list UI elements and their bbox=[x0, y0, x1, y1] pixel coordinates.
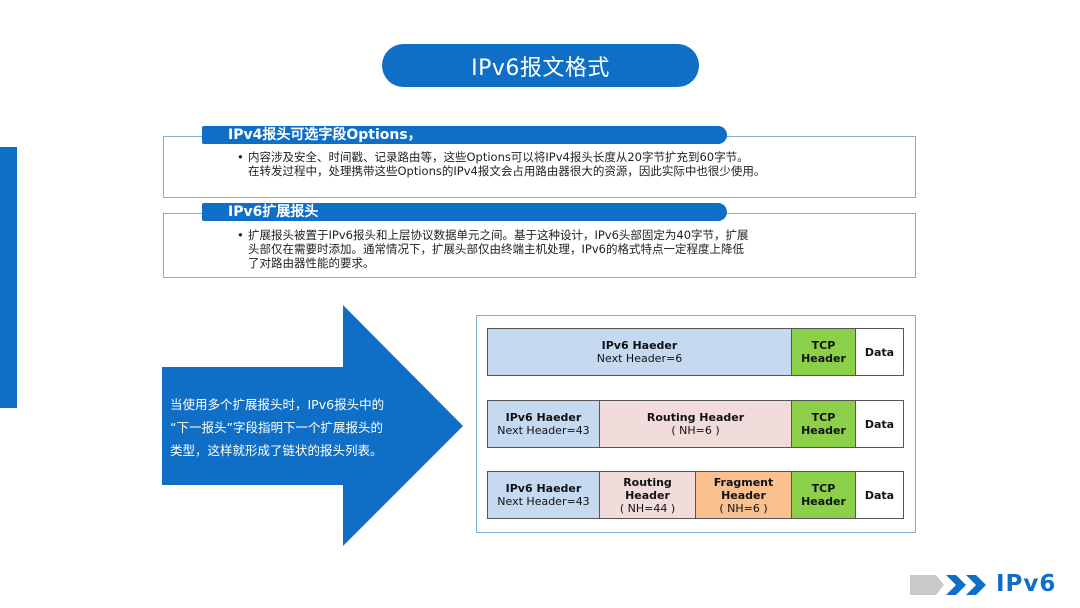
tcp-header-cell: TCP Header bbox=[792, 472, 856, 518]
left-accent-bar bbox=[0, 147, 17, 408]
bullet-dot: • bbox=[237, 228, 244, 242]
fragment-header-cell: Fragment Header ( NH=6 ) bbox=[696, 472, 792, 518]
header-row-1: IPv6 Haeder Next Header=6 TCP Header Dat… bbox=[487, 328, 904, 376]
ipv4-options-bullet: • 内容涉及安全、时间戳、记录路由等，这些Options可以将IPv4报头长度从… bbox=[237, 150, 888, 178]
ipv4-options-line-2: 在转发过程中，处理携带这些Options的IPv4报文会占用路由器很大的资源，因… bbox=[248, 164, 766, 178]
data-label: Data bbox=[864, 345, 895, 359]
ipv6-ext-line-1: 扩展报头被置于IPv6报头和上层协议数据单元之间。基于这种设计，IPv6头部固定… bbox=[248, 228, 749, 242]
page-title: IPv6报文格式 bbox=[382, 44, 699, 87]
arrow-text-line-1: 当使用多个扩展报头时，IPv6报头中的 bbox=[170, 397, 385, 412]
tcp-header-line-2: Header bbox=[801, 495, 846, 508]
tcp-header-line-2: Header bbox=[801, 352, 846, 365]
routing-header-nh: ( NH=44 ) bbox=[619, 501, 676, 515]
routing-header-line-1: Routing bbox=[623, 475, 672, 489]
ipv6-header-cell: IPv6 Haeder Next Header=6 bbox=[488, 329, 792, 375]
data-label: Data bbox=[864, 417, 895, 431]
tcp-header-cell: TCP Header bbox=[792, 401, 856, 447]
tcp-header-cell: TCP Header bbox=[792, 329, 856, 375]
ipv6-header-title: IPv6 Haeder bbox=[505, 482, 582, 495]
data-label: Data bbox=[864, 488, 895, 502]
data-cell: Data bbox=[856, 472, 903, 518]
tcp-header-line-2: Header bbox=[801, 424, 846, 437]
ipv6-ext-line-3: 了对路由器性能的要求。 bbox=[248, 256, 375, 270]
big-arrow-shape bbox=[162, 305, 463, 546]
ipv6-ext-bullet: • 扩展报头被置于IPv6报头和上层协议数据单元之间。基于这种设计，IPv6头部… bbox=[237, 228, 848, 270]
routing-header-cell: Routing Header ( NH=6 ) bbox=[600, 401, 792, 447]
data-cell: Data bbox=[856, 329, 903, 375]
ipv4-options-heading: IPv4报头可选字段Options， bbox=[202, 126, 727, 144]
bullet-dot: • bbox=[237, 150, 244, 164]
ipv6-ext-line-2: 头部仅在需要时添加。通常情况下，扩展头部仅由终端主机处理，IPv6的格式特点一定… bbox=[248, 242, 744, 256]
data-cell: Data bbox=[856, 401, 903, 447]
ipv6-header-next: Next Header=43 bbox=[497, 424, 590, 437]
arrow-text-line-2: “下一报头”字段指明下一个扩展报头的 bbox=[170, 420, 383, 435]
tcp-header-line-1: TCP bbox=[811, 482, 836, 495]
ipv6-ext-box bbox=[163, 213, 916, 278]
ipv6-logo-text: IPv6 bbox=[996, 571, 1057, 597]
arrow-text-line-3: 类型，这样就形成了链状的报头列表。 bbox=[170, 443, 383, 458]
header-row-3: IPv6 Haeder Next Header=43 Routing Heade… bbox=[487, 471, 904, 519]
ipv6-header-next: Next Header=6 bbox=[596, 352, 683, 365]
routing-header-line-2: Header bbox=[625, 488, 670, 502]
tcp-header-line-1: TCP bbox=[811, 339, 836, 352]
ipv6-header-next: Next Header=43 bbox=[497, 495, 590, 508]
arrow-text: 当使用多个扩展报头时，IPv6报头中的 “下一报头”字段指明下一个扩展报头的 类… bbox=[170, 393, 432, 462]
ipv6-header-title: IPv6 Haeder bbox=[505, 411, 582, 424]
ipv6-header-cell: IPv6 Haeder Next Header=43 bbox=[488, 401, 600, 447]
tcp-header-line-1: TCP bbox=[811, 411, 836, 424]
routing-header-title: Routing Header bbox=[646, 411, 745, 424]
fragment-header-line-1: Fragment bbox=[713, 475, 774, 489]
ipv6-header-cell: IPv6 Haeder Next Header=43 bbox=[488, 472, 600, 518]
ipv6-ext-heading: IPv6扩展报头 bbox=[202, 203, 727, 221]
header-row-2: IPv6 Haeder Next Header=43 Routing Heade… bbox=[487, 400, 904, 448]
ipv6-header-title: IPv6 Haeder bbox=[601, 339, 678, 352]
routing-header-cell: Routing Header ( NH=44 ) bbox=[600, 472, 696, 518]
fragment-header-line-2: Header bbox=[721, 488, 766, 502]
fragment-header-nh: ( NH=6 ) bbox=[719, 501, 768, 515]
ipv4-options-line-1: 内容涉及安全、时间戳、记录路由等，这些Options可以将IPv4报头长度从20… bbox=[248, 150, 749, 164]
routing-header-nh: ( NH=6 ) bbox=[671, 424, 720, 437]
ipv6-logo-chevrons-icon bbox=[910, 575, 986, 595]
